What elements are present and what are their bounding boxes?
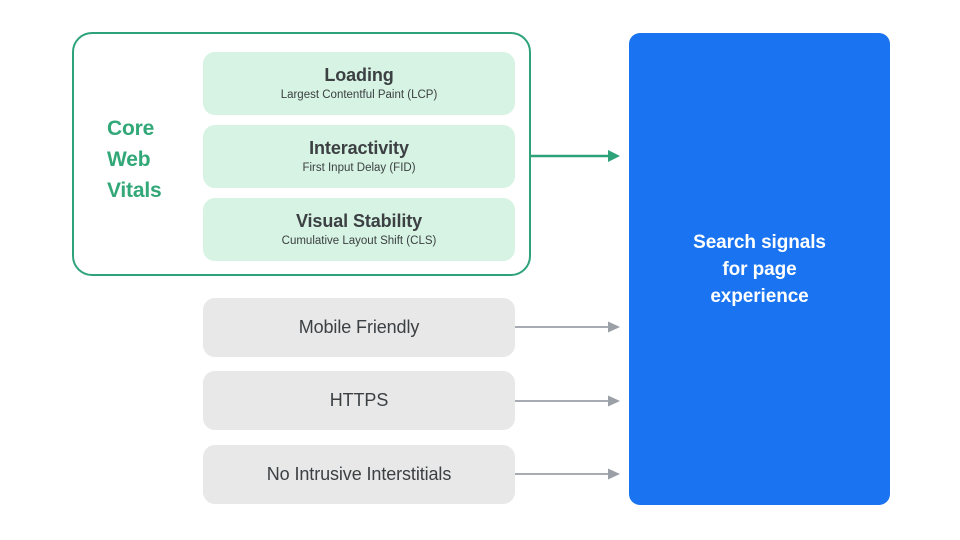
destination-line-3: experience bbox=[710, 285, 809, 307]
arrow-no-intrusive-interstitials bbox=[515, 468, 620, 480]
signal-box-mobile-friendly[interactable]: Mobile Friendly bbox=[203, 298, 515, 357]
destination-line-2: for page bbox=[722, 258, 797, 280]
core-web-vitals-label: Core Web Vitals bbox=[107, 113, 197, 206]
arrow-core-web-vitals bbox=[531, 150, 620, 162]
vital-card-title: Loading bbox=[324, 65, 394, 85]
signal-box-https[interactable]: HTTPS bbox=[203, 371, 515, 430]
signal-box-label: HTTPS bbox=[329, 390, 389, 410]
vital-card-visual-stability[interactable]: Visual Stability Cumulative Layout Shift… bbox=[203, 198, 515, 261]
destination-box-search-signals[interactable]: Search signals for page experience bbox=[629, 33, 890, 505]
signal-box-label: No Intrusive Interstitials bbox=[266, 464, 452, 484]
destination-line-1: Search signals bbox=[693, 231, 826, 253]
destination-box-text: Search signals for page experience bbox=[655, 229, 865, 310]
core-web-vitals-label-line-1: Core bbox=[107, 117, 155, 140]
signal-box-label: Mobile Friendly bbox=[298, 317, 420, 337]
signal-box-no-intrusive-interstitials[interactable]: No Intrusive Interstitials bbox=[203, 445, 515, 504]
vital-card-title: Visual Stability bbox=[295, 211, 423, 231]
core-web-vitals-group bbox=[72, 32, 531, 276]
vital-card-title: Interactivity bbox=[309, 138, 409, 158]
arrow-https bbox=[515, 395, 620, 407]
vital-card-interactivity[interactable]: Interactivity First Input Delay (FID) bbox=[203, 125, 515, 188]
vital-card-loading[interactable]: Loading Largest Contentful Paint (LCP) bbox=[203, 52, 515, 115]
core-web-vitals-label-line-2: Web bbox=[107, 148, 151, 171]
vital-card-subtitle: Largest Contentful Paint (LCP) bbox=[280, 89, 438, 101]
core-web-vitals-label-line-3: Vitals bbox=[107, 179, 162, 202]
arrow-mobile-friendly bbox=[515, 321, 620, 333]
vital-card-subtitle: First Input Delay (FID) bbox=[302, 162, 416, 174]
vital-card-subtitle: Cumulative Layout Shift (CLS) bbox=[281, 235, 437, 247]
